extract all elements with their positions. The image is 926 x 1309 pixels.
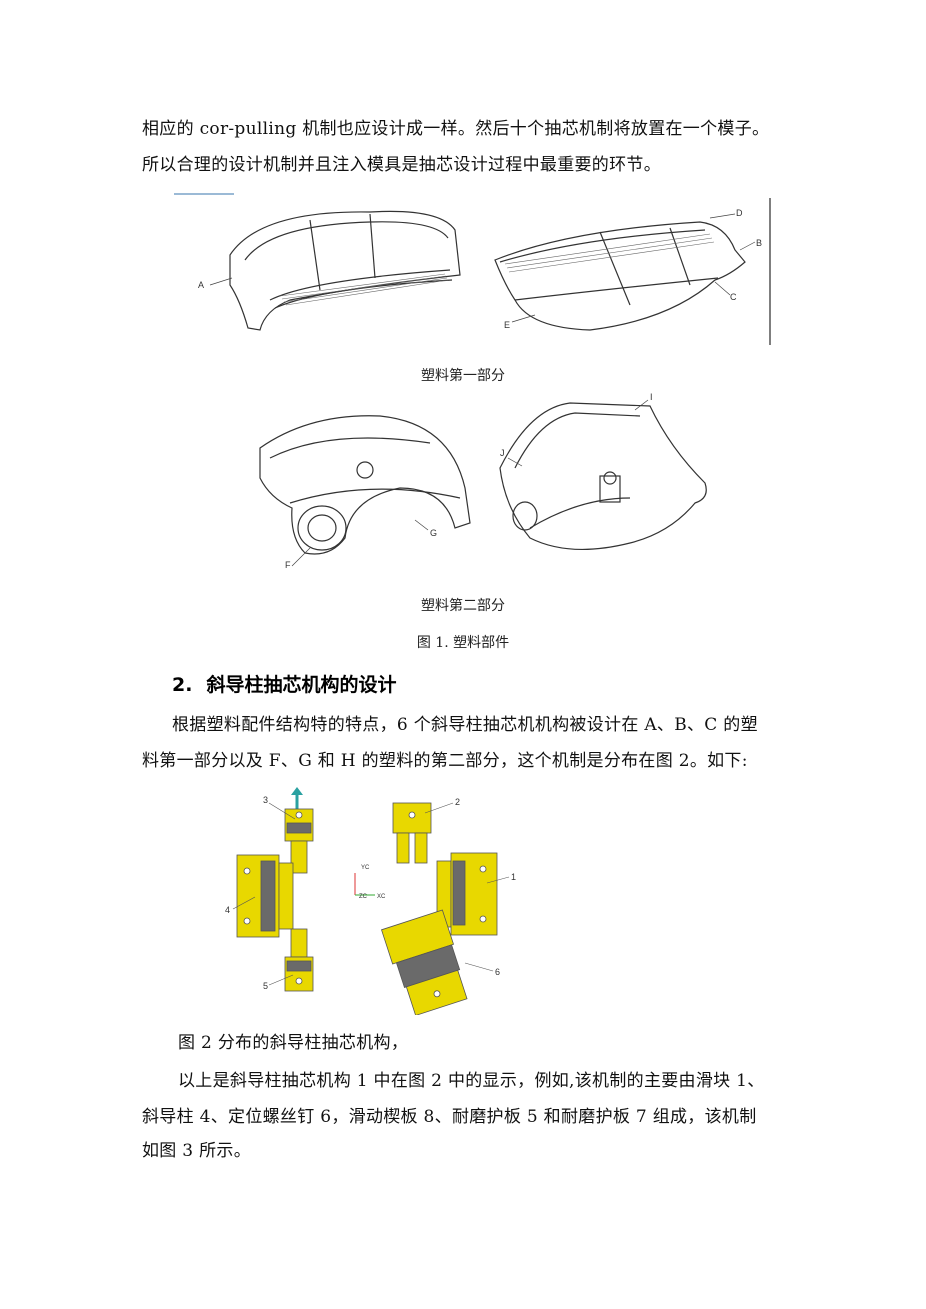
figure2-label-2: 2 xyxy=(455,797,460,807)
figure2-label-3-top: 3 xyxy=(263,795,268,805)
figure1-label-e: E xyxy=(504,320,510,330)
figure1-label-a: A xyxy=(198,280,204,290)
figure1-label-j: J xyxy=(500,448,505,458)
figure1-label-i: I xyxy=(650,392,653,402)
figure2-axis-zc: ZC xyxy=(359,894,368,900)
figure2-caption: 图 2 分布的斜导柱抽芯机构， xyxy=(178,1033,409,1053)
figure2-label-5: 5 xyxy=(263,981,268,991)
section-2-number: 2. xyxy=(172,674,193,696)
closing-line-1: 以上是斜导柱抽芯机构 1 中在图 2 中的显示，例如,该机制的主要由滑块 1、 xyxy=(178,1071,765,1091)
figure2-axis-xc: XC xyxy=(377,894,386,900)
intro-line-1: 相应的 cor-pulling 机制也应设计成一样。然后十个抽芯机制将放置在一个… xyxy=(142,119,770,139)
figure2-mechanism-layout: YC XC ZC 3 2 1 4 5 6 xyxy=(225,787,516,1015)
figure1-label-d: D xyxy=(736,208,743,218)
section-2-para-line-1: 根据塑料配件结构特的特点，6 个斜导柱抽芯机机构被设计在 A、B、C 的塑 xyxy=(172,715,758,735)
section-2-para-line-2: 料第一部分以及 F、G 和 H 的塑料的第二部分，这个机制是分布在图 2。如下: xyxy=(142,751,748,771)
figure1-label-c: C xyxy=(730,292,737,302)
figure1-part1-drawing: A B C D E xyxy=(174,193,771,345)
closing-line-3: 如图 3 所示。 xyxy=(142,1141,252,1161)
section-2-heading: 2. 斜导柱抽芯机构的设计 xyxy=(172,670,396,697)
figure1-label-g: G xyxy=(430,528,437,538)
intro-line-2: 所以合理的设计机制并且注入模具是抽芯设计过程中最重要的环节。 xyxy=(142,155,661,175)
section-2-title: 斜导柱抽芯机构的设计 xyxy=(206,674,397,696)
figure2-label-6: 6 xyxy=(495,967,500,977)
figure1-part1-caption: 塑料第一部分 xyxy=(421,368,505,384)
figure2-label-1: 1 xyxy=(511,872,516,882)
figure1-part2-drawing: F G I J xyxy=(259,392,707,570)
closing-line-2: 斜导柱 4、定位螺丝钉 6，滑动楔板 8、耐磨护板 5 和耐磨护板 7 组成，该… xyxy=(142,1107,757,1127)
figure1-caption: 图 1. 塑料部件 xyxy=(416,635,510,651)
figure1-label-f: F xyxy=(285,560,291,570)
figure2-label-4: 4 xyxy=(225,905,230,915)
figure2-axis-yc: YC xyxy=(361,865,370,871)
figure1-label-b: B xyxy=(756,238,762,248)
figure1-part2-caption: 塑料第二部分 xyxy=(421,598,505,614)
